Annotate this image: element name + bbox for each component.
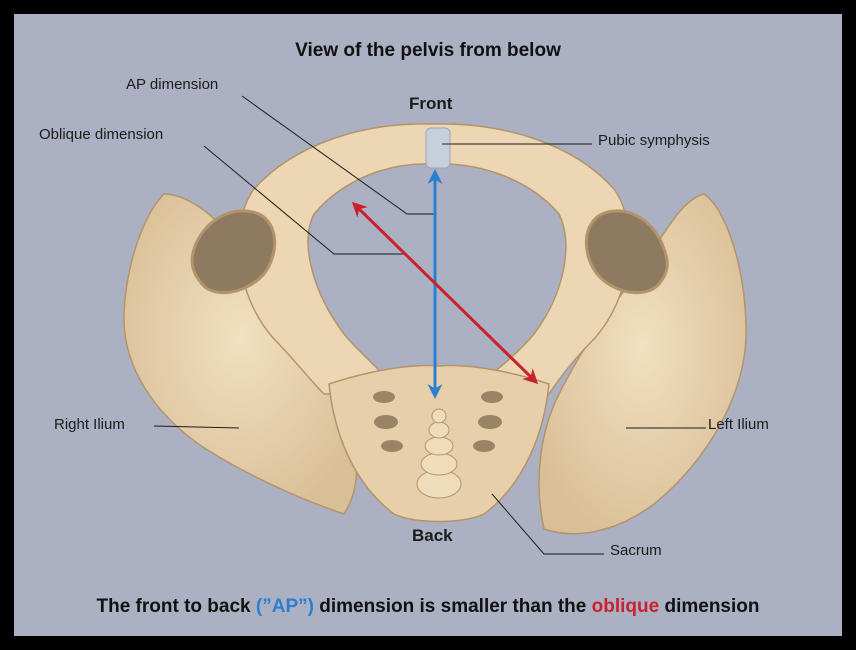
label-ap-dimension: AP dimension [126,76,218,93]
label-sacrum: Sacrum [610,542,662,559]
caption-part-1: The front to back [96,596,255,617]
label-pubic-symphysis: Pubic symphysis [598,132,710,149]
caption-ap-term: (”AP”) [256,596,314,617]
label-front: Front [409,94,452,114]
diagram-panel: View of the pelvis from below AP dimensi… [14,14,842,636]
pubic-symphysis-shape [426,128,450,168]
diagram-caption: The front to back (”AP”) dimension is sm… [14,596,842,618]
label-back: Back [412,526,453,546]
caption-oblique-term: oblique [592,596,660,617]
label-oblique-dimension: Oblique dimension [39,126,163,143]
label-right-ilium: Right Ilium [54,416,125,433]
caption-part-3: dimension is smaller than the [314,596,592,617]
oblique-dimension-arrow [354,204,536,382]
caption-part-5: dimension [659,596,759,617]
label-left-ilium: Left Ilium [708,416,769,433]
diagram-title: View of the pelvis from below [14,40,842,62]
